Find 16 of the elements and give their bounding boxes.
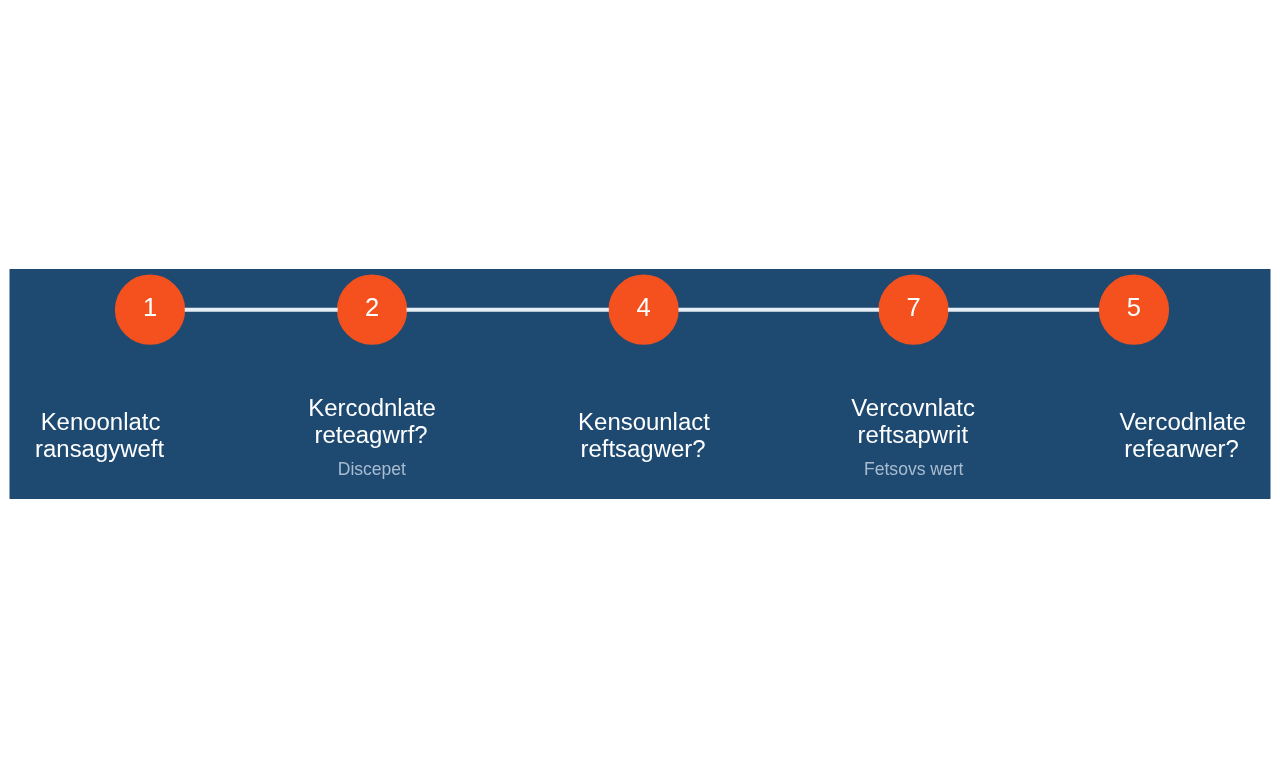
node-circle: 7 — [878, 274, 949, 345]
node-circle: 2 — [336, 274, 408, 345]
connector — [184, 307, 338, 312]
node-label: Vercovnlatc reftsapwrit — [851, 393, 975, 449]
node-circle: 1 — [114, 274, 186, 345]
node-circle: 5 — [1098, 274, 1170, 345]
node-label: Discepet — [337, 458, 407, 479]
node-label: Kercodnlate reteagwrf? — [308, 393, 436, 449]
node-label: Kenoonlatc ransagyweft — [35, 408, 165, 463]
connector — [947, 307, 1100, 312]
node-label: Fetsovs wert — [864, 458, 964, 479]
connector — [678, 307, 880, 312]
node-circle: 4 — [608, 274, 679, 345]
node-label: Vercodnlate refearwer? — [1119, 408, 1246, 463]
node-label: Kensounlact reftsagwer? — [578, 408, 710, 463]
connector — [406, 307, 609, 312]
